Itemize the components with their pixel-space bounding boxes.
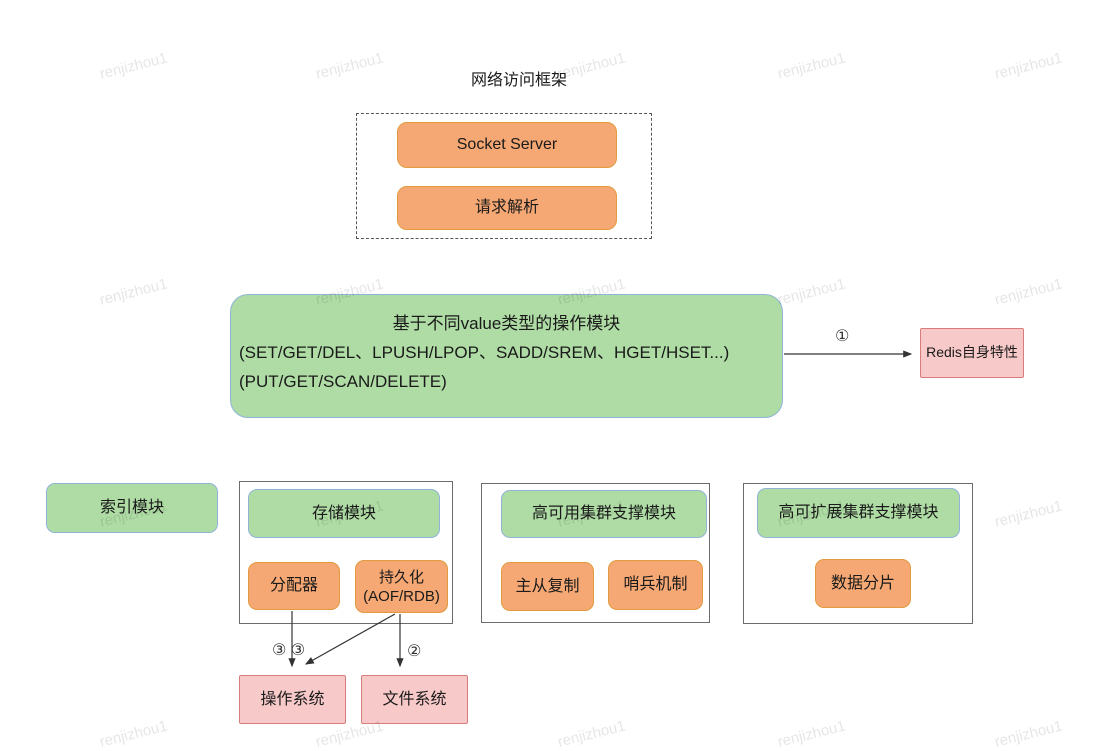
ha-cluster-header: 高可用集群支撑模块 bbox=[501, 490, 707, 538]
master-slave-box: 主从复制 bbox=[501, 562, 594, 611]
diagram-title: 网络访问框架 bbox=[470, 72, 567, 89]
os-box: 操作系统 bbox=[239, 675, 346, 724]
op-module-kv-line: (PUT/GET/SCAN/DELETE) bbox=[239, 372, 447, 391]
request-parse-box: 请求解析 bbox=[397, 186, 617, 230]
persistence-label-line1: 持久化 bbox=[378, 568, 424, 586]
op-module-box: 基于不同value类型的操作模块 (SET/GET/DEL、LPUSH/LPOP… bbox=[230, 294, 783, 418]
op-module-title: 基于不同value类型的操作模块 bbox=[392, 314, 621, 333]
fs-box: 文件系统 bbox=[361, 675, 468, 724]
data-sharding-box: 数据分片 bbox=[815, 559, 911, 608]
sentinel-box: 哨兵机制 bbox=[608, 560, 703, 610]
arrow-label-2: ② bbox=[407, 643, 422, 660]
storage-module-header: 存储模块 bbox=[248, 489, 440, 538]
persistence-label-line2: (AOF/RDB) bbox=[363, 587, 440, 605]
op-module-commands-line: (SET/GET/DEL、LPUSH/LPOP、SADD/SREM、HGET/H… bbox=[239, 343, 730, 362]
socket-server-box: Socket Server bbox=[397, 122, 617, 168]
arrow-label-1: ① bbox=[835, 328, 850, 345]
arrow-label-3: ③ ③ bbox=[272, 642, 306, 659]
arrow-persistence-to-os bbox=[304, 613, 396, 665]
allocator-box: 分配器 bbox=[248, 562, 340, 610]
scalable-cluster-header: 高可扩展集群支撑模块 bbox=[757, 488, 960, 538]
index-module-box: 索引模块 bbox=[46, 483, 218, 533]
redis-feature-box: Redis自身特性 bbox=[920, 328, 1024, 378]
persistence-box: 持久化 (AOF/RDB) bbox=[355, 560, 448, 613]
